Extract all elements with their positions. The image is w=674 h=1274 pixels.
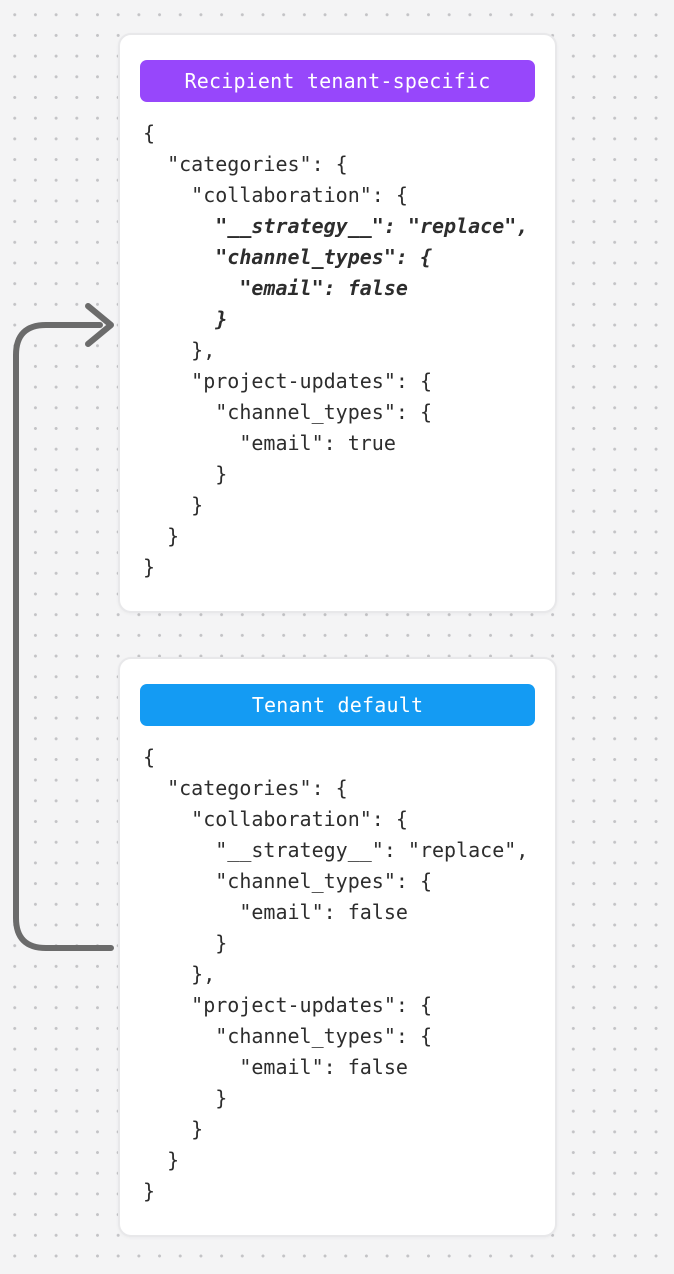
code-line: "channel_types": { (143, 1024, 432, 1048)
code-line: } (143, 493, 204, 517)
code-line: "email": false (143, 900, 408, 924)
code-line: } (143, 1148, 180, 1172)
arrow-line (13, 322, 114, 951)
badge-recipient-tenant-specific: Recipient tenant-specific (140, 60, 535, 102)
code-line: "project-updates": { (143, 369, 432, 393)
code-line: } (143, 1179, 156, 1203)
code-line: "channel_types": { (143, 400, 432, 424)
arrow-stroke-group (13, 303, 114, 951)
code-line: "email": false (143, 276, 408, 300)
code-line: "channel_types": { (143, 869, 432, 893)
badge-tenant-default: Tenant default (140, 684, 535, 726)
code-line: "__strategy__": "replace", (143, 838, 529, 862)
code-line: "project-updates": { (143, 993, 432, 1017)
code-line: } (143, 1086, 228, 1110)
code-line: }, (143, 338, 216, 362)
code-line: "collaboration": { (143, 807, 408, 831)
code-line: "channel_types": { (143, 245, 432, 269)
code-line: "collaboration": { (143, 183, 408, 207)
code-line: "__strategy__": "replace", (143, 214, 529, 238)
code-line: "email": true (143, 431, 396, 455)
card-recipient-tenant-specific: Recipient tenant-specific { "categories"… (118, 33, 557, 613)
code-line: }, (143, 962, 216, 986)
code-line: } (143, 462, 228, 486)
code-line: "categories": { (143, 776, 348, 800)
arrowhead-icon (85, 303, 114, 347)
code-line: { (143, 121, 156, 145)
code-line: } (143, 1117, 204, 1141)
code-line: { (143, 745, 156, 769)
code-line: } (143, 524, 180, 548)
card-tenant-default: Tenant default { "categories": { "collab… (118, 657, 557, 1237)
code-line: } (143, 555, 156, 579)
code-line: } (143, 307, 228, 331)
json-code-tenant-default: { "categories": { "collaboration": { "__… (120, 726, 555, 1207)
code-line: "email": false (143, 1055, 408, 1079)
json-code-recipient-tenant-specific: { "categories": { "collaboration": { "__… (120, 102, 555, 583)
code-line: "categories": { (143, 152, 348, 176)
code-line: } (143, 931, 228, 955)
